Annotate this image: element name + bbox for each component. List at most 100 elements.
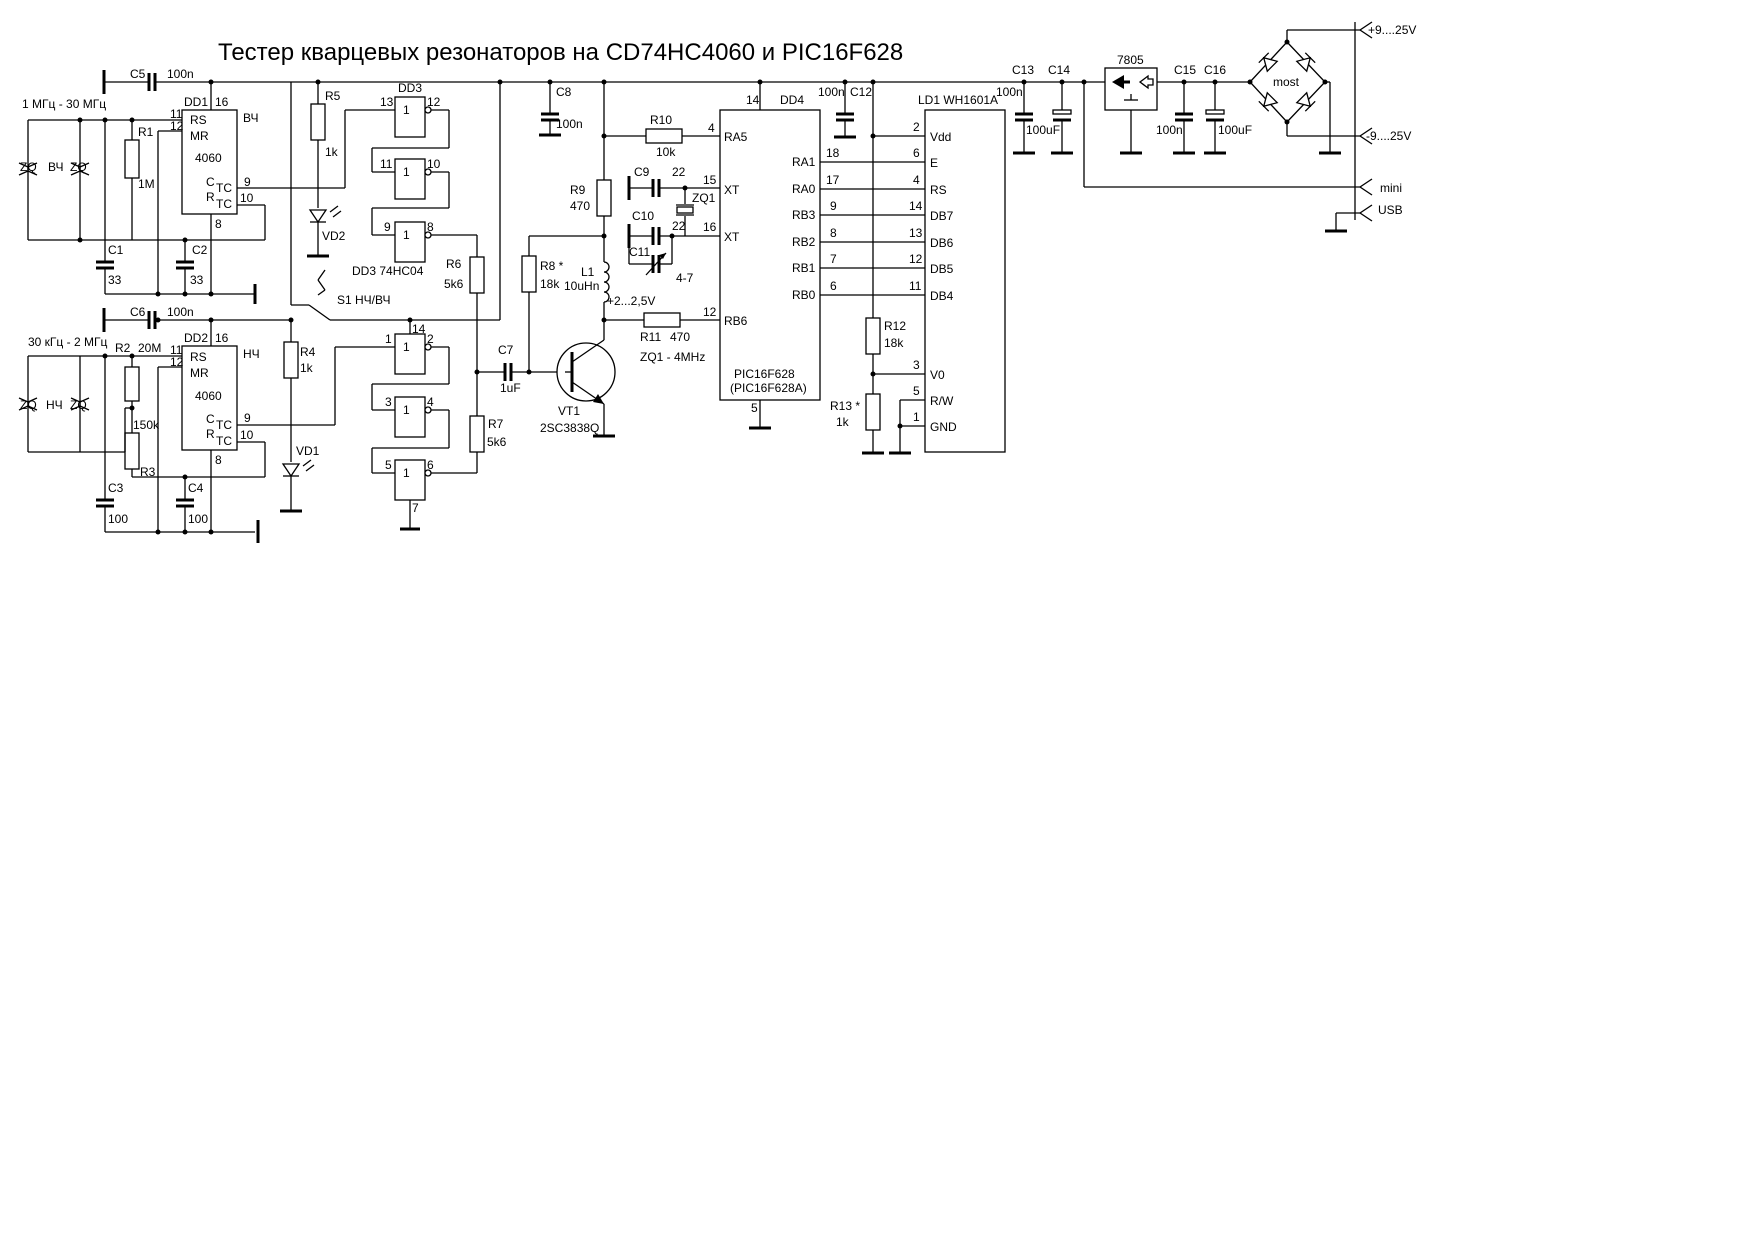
r9-ref: R9 [570, 183, 586, 197]
vd1-ref: VD1 [296, 444, 320, 458]
crystal-zq1 [676, 206, 694, 214]
hf-c2-ref: C2 [192, 243, 208, 257]
inverter-1-2 [394, 333, 426, 375]
hf-r1-ref: R1 [138, 125, 154, 139]
dd3-desc: DD3 74HC04 [352, 264, 424, 278]
hf-chip-band: ВЧ [243, 111, 258, 125]
inv-pin9: 9 [384, 220, 391, 234]
usb-label-usb: USB [1378, 203, 1403, 217]
r8-val: 18k [540, 277, 560, 291]
r5-ref: R5 [325, 89, 341, 103]
inverter-3-4 [394, 396, 426, 438]
lcd-pin-db7-num: 14 [909, 199, 923, 213]
l1-val: 10uHn [564, 279, 599, 293]
lf-chip-ref: DD2 [184, 331, 208, 345]
hf-pin10: 10 [240, 191, 254, 205]
hf-chip-name: 4060 [195, 151, 222, 165]
lf-c6-ref: C6 [130, 305, 146, 319]
hf-c5-ref: C5 [130, 67, 146, 81]
mcu-body [719, 109, 821, 401]
feedback-r6 [469, 256, 485, 294]
mcu-pin-rb0-num: 6 [830, 279, 837, 293]
c13-ref: C13 [1012, 63, 1034, 77]
c14-ref: C14 [1048, 63, 1070, 77]
c14-val: 100uF [1026, 123, 1060, 137]
lcd-pin-rs-name: RS [930, 183, 947, 197]
led-resistor-r4 [283, 341, 299, 379]
inv-pin6: 6 [427, 458, 434, 472]
mcu-pin-rb2-num: 8 [830, 226, 837, 240]
resistor-r8 [521, 255, 537, 293]
lf-c3-val: 100 [108, 512, 128, 526]
hf-pin16: 16 [215, 95, 229, 109]
lf-chip-name: 4060 [195, 389, 222, 403]
lcd-pin-vdd-name: Vdd [930, 130, 951, 144]
hf-chip-ref: DD1 [184, 95, 208, 109]
c7-val: 1uF [500, 381, 521, 395]
lf-pin-tc1: TC [216, 418, 232, 432]
hf-pin-rs: RS [190, 113, 207, 127]
c10-val: 22 [672, 219, 686, 233]
hf-pin-r: R [206, 190, 215, 204]
c11-ref: C11 [629, 245, 650, 259]
c11-val: 4-7 [676, 271, 694, 285]
r11-ref: R11 [640, 330, 661, 344]
hf-zq-right: ZQ [70, 160, 87, 174]
lcd-ref: LD1 WH1601A [918, 93, 998, 107]
hf-pin-c: C [206, 175, 215, 189]
vd2-ref: VD2 [322, 229, 346, 243]
inductor-l1 [603, 261, 610, 303]
hf-pin-tc1: TC [216, 181, 232, 195]
r8-ref: R8 * [540, 259, 564, 273]
r10-ref: R10 [650, 113, 672, 127]
mcu-pin-rb0-name: RB0 [792, 288, 816, 302]
lf-band-label: НЧ [46, 398, 63, 412]
c9-val: 22 [672, 165, 686, 179]
c7-ref: C7 [498, 343, 514, 357]
inv2-sym: 1 [403, 165, 410, 179]
lcd-pin-v0-name: V0 [930, 368, 945, 382]
lcd-pin-db4-name: DB4 [930, 289, 954, 303]
transistor-stage: C8 100n R10 10k R9 470 R8 * 18k L1 10uHn… [500, 79, 1040, 438]
lcd-pin-db7-name: DB7 [930, 209, 954, 223]
inverter-9-8 [394, 221, 426, 263]
power-supply: 100n C13 C14 100uF 7805 C15 100n [996, 21, 1416, 233]
hf-pin-tc2: TC [216, 197, 232, 211]
r7-val: 5k6 [487, 435, 507, 449]
lf-pin-tc2: TC [216, 434, 232, 448]
inverter-chain: DD3 DD3 74HC04 1 13 12 1 11 10 1 9 8 [344, 79, 565, 531]
r11-val: 470 [670, 330, 690, 344]
mcu-pin-rb2-name: RB2 [792, 235, 816, 249]
mcu-pin-ra5-name: RA5 [724, 130, 748, 144]
lf-range-label: 30 кГц - 2 МГц [28, 335, 107, 349]
lf-pin-rs: RS [190, 350, 207, 364]
lf-pin-r: R [206, 427, 215, 441]
hf-pin9: 9 [244, 175, 251, 189]
lcd-pin-db5-name: DB5 [930, 262, 954, 276]
inv-pin14: 14 [412, 322, 426, 336]
r9-val: 470 [570, 199, 590, 213]
inv-pin5: 5 [385, 458, 392, 472]
lf-pin-c: C [206, 412, 215, 426]
l1-ref: L1 [581, 265, 595, 279]
schematic-title: Тестер кварцевых резонаторов на CD74HC40… [218, 39, 903, 66]
mcu-ref: DD4 [780, 93, 804, 107]
hf-c2-val: 33 [190, 273, 204, 287]
inv-pin8: 8 [427, 220, 434, 234]
lcd-module: 100n C12 R12 18k R13 * 1k LD1 WH1601A 2 … [818, 79, 1006, 455]
r7-ref: R7 [488, 417, 504, 431]
diode-bridge: most [1247, 39, 1328, 125]
mcu-pin-ra1-name: RA1 [792, 155, 816, 169]
lf-oscillator: 30 кГц - 2 МГц ZQ НЧ ZQ R2 20M R3 150k C… [18, 305, 395, 543]
mcu-pin-rb1-name: RB1 [792, 261, 816, 275]
lcd-pin-rw-name: R/W [930, 394, 954, 408]
lf-pin9: 9 [244, 411, 251, 425]
lcd-pin-vdd-num: 2 [913, 120, 920, 134]
inv-pin10: 10 [427, 157, 441, 171]
lcd-pin-db6-num: 13 [909, 226, 923, 240]
r4-val: 1k [300, 361, 314, 375]
c16-ref: C16 [1204, 63, 1226, 77]
mcu-pin-osc2-name: XT [724, 230, 740, 244]
mcu-alt-name: (PIC16F628A) [730, 381, 807, 395]
